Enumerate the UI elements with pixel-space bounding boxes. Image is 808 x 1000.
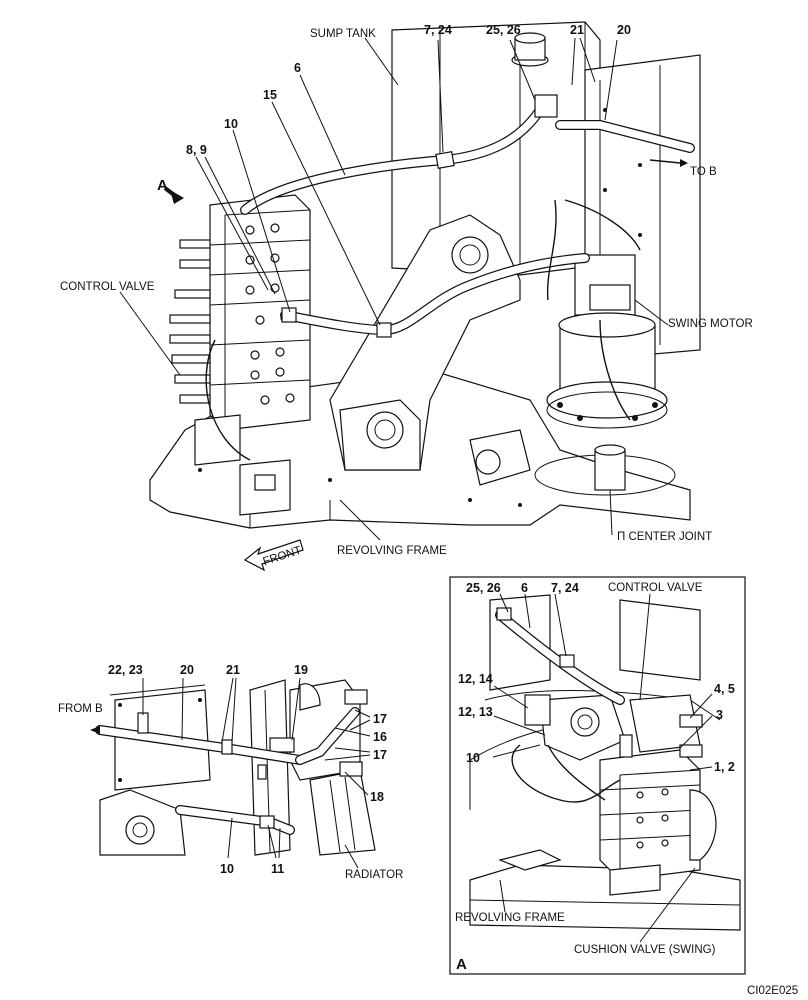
main-view: SUMP TANK CONTROL VALVE SWING MOTOR Π CE…	[60, 21, 753, 572]
detail-callout-3: 3	[716, 708, 723, 722]
callout-21-lower: 21	[226, 663, 240, 677]
cushion-valve-label: CUSHION VALVE (SWING)	[574, 944, 716, 956]
detail-control-valve-label: CONTROL VALVE	[608, 582, 703, 594]
detail-callout-12-13: 12, 13	[458, 705, 493, 719]
callout-15: 15	[263, 88, 277, 102]
callout-17-top: 17	[373, 712, 387, 726]
revolving-frame-label: REVOLVING FRAME	[337, 545, 447, 557]
to-b-label: TO B	[690, 166, 717, 178]
callout-20-lower: 20	[180, 663, 194, 677]
hose-lines	[205, 94, 695, 461]
view-a-arrow-label: A	[157, 177, 168, 194]
center-joint-label: Π CENTER JOINT	[617, 531, 712, 543]
callout-16: 16	[373, 730, 387, 744]
callout-19: 19	[294, 663, 308, 677]
detail-revolving-frame-label: REVOLVING FRAME	[455, 912, 565, 924]
callout-25-26: 25, 26	[486, 23, 521, 37]
callout-21: 21	[570, 23, 584, 37]
detail-a-view: CONTROL VALVE REVOLVING FRAME CUSHION VA…	[449, 576, 746, 975]
radiator-label: RADIATOR	[345, 869, 403, 881]
callout-11: 11	[271, 862, 284, 876]
control-valve-drawing	[169, 194, 311, 516]
callout-10: 10	[224, 117, 238, 131]
swing-motor-label: SWING MOTOR	[668, 318, 753, 330]
swing-motor-drawing	[546, 254, 668, 491]
detail-callout-25-26: 25, 26	[466, 581, 501, 595]
sump-tank-label: SUMP TANK	[310, 28, 376, 40]
detail-callout-1-2: 1, 2	[714, 760, 735, 774]
detail-callout-6: 6	[521, 581, 528, 595]
callout-10-lower: 10	[220, 862, 234, 876]
figure-code: CI02E025	[747, 985, 798, 997]
detail-callout-4-5: 4, 5	[714, 682, 735, 696]
callout-6: 6	[294, 61, 301, 75]
detail-view-letter: A	[456, 956, 467, 973]
control-valve-label: CONTROL VALVE	[60, 281, 155, 293]
callout-17-bottom: 17	[373, 748, 387, 762]
callout-7-24: 7, 24	[424, 23, 452, 37]
from-b-label: FROM B	[58, 703, 103, 715]
detail-callout-10: 10	[466, 751, 480, 765]
detail-callout-12-14: 12, 14	[458, 672, 493, 686]
callout-18: 18	[370, 790, 384, 804]
detail-callout-7-24: 7, 24	[551, 581, 579, 595]
callout-20: 20	[617, 23, 631, 37]
main-leaders	[119, 37, 688, 572]
lower-left-view: FROM B RADIATOR 22, 23 20 21 19 17 16 17…	[58, 663, 403, 881]
callout-8-9: 8, 9	[186, 143, 207, 157]
callout-22-23: 22, 23	[108, 663, 143, 677]
